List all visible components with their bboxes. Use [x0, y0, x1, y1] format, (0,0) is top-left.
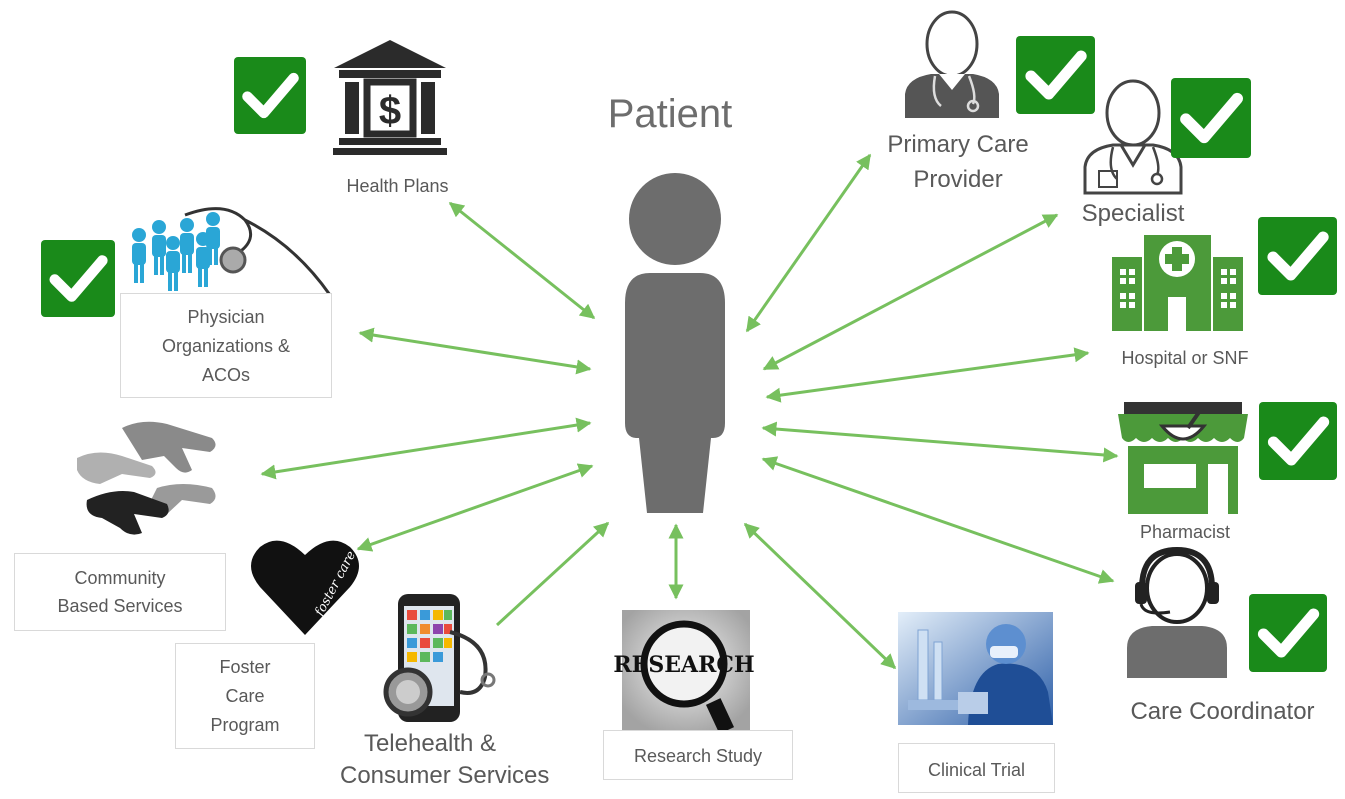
label-telehealth-1: Telehealth & — [363, 730, 497, 757]
doctor-primary-icon — [905, 10, 999, 118]
arrow-foster — [356, 463, 594, 552]
community-box — [14, 553, 226, 631]
label-research: Research Study — [633, 746, 763, 766]
research-box — [603, 730, 793, 780]
svg-text:RESEARCH: RESEARCH — [613, 652, 754, 678]
arrow-primary-care — [745, 153, 872, 333]
label-community-1: Community — [74, 568, 166, 588]
physician-orgs-box — [120, 293, 332, 398]
headset-person-icon — [1127, 546, 1227, 678]
check-physician-orgs — [41, 240, 115, 317]
check-health-plans — [234, 57, 306, 134]
svg-text:$: $ — [379, 89, 401, 133]
label-clinical: Clinical Trial — [927, 760, 1026, 780]
label-health-plans: Health Plans — [346, 176, 449, 196]
label-hospital: Hospital or SNF — [1121, 348, 1249, 368]
patient-icon — [625, 173, 725, 513]
lab-scientist-icon — [898, 612, 1053, 725]
pharmacy-store-icon — [1118, 402, 1248, 514]
check-pharmacist — [1259, 402, 1337, 480]
research-magnifier-icon: RESEARCH — [613, 610, 755, 734]
hands-icon — [77, 421, 216, 535]
doctor-specialist-icon — [1083, 79, 1183, 195]
label-primary-care-1: Primary Care — [887, 131, 1029, 158]
check-hospital — [1258, 217, 1337, 295]
label-foster-2: Care — [225, 686, 265, 706]
label-specialist: Specialist — [1081, 200, 1185, 227]
arrow-specialist — [762, 213, 1059, 371]
bank-icon: $ — [333, 40, 447, 155]
label-foster-3: Program — [210, 715, 280, 735]
arrow-health-plans — [448, 201, 596, 320]
label-physician-orgs-2: Organizations & — [161, 336, 291, 356]
patient-title: Patient — [607, 92, 733, 136]
arrow-pharmacist — [761, 421, 1119, 463]
physicians-stethoscope-icon — [132, 207, 332, 296]
arrow-community — [260, 417, 592, 480]
arrow-care-coordinator — [761, 456, 1115, 584]
label-telehealth-2: Consumer Services — [340, 762, 550, 789]
label-physician-orgs-1: Physician — [187, 307, 265, 327]
label-physician-orgs-3: ACOs — [201, 365, 250, 385]
arrow-physician-orgs — [358, 327, 592, 375]
label-care-coordinator: Care Coordinator — [1130, 698, 1315, 725]
label-foster-1: Foster — [219, 657, 271, 677]
label-pharmacist: Pharmacist — [1139, 522, 1231, 542]
check-primary-care — [1016, 36, 1095, 114]
hospital-icon — [1112, 235, 1243, 331]
foster-box — [175, 643, 315, 749]
label-primary-care-2: Provider — [913, 166, 1003, 193]
check-specialist — [1171, 78, 1251, 158]
check-care-coordinator — [1249, 594, 1327, 672]
label-community-2: Based Services — [57, 596, 183, 616]
arrow-clinical — [743, 522, 897, 670]
heart-icon: foster care — [251, 540, 359, 635]
arrow-hospital — [765, 347, 1090, 403]
smartphone-stethoscope-icon — [383, 594, 496, 722]
arrow-telehealth — [495, 521, 610, 627]
clinical-box — [898, 743, 1055, 793]
